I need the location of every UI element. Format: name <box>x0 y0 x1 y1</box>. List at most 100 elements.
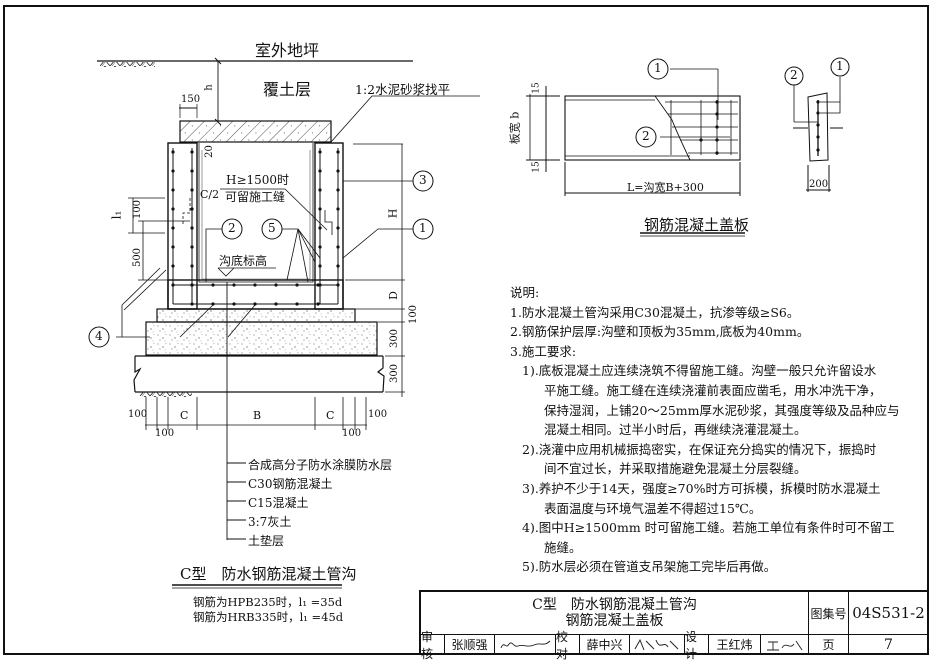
title-cell: C型 防水钢筋混凝土管沟 钢筋混凝土盖板 <box>421 592 809 635</box>
check-label: 校对 <box>556 629 569 661</box>
checker-signature-cell <box>630 635 685 655</box>
trench-bottom-label: 沟底标高 <box>219 254 268 268</box>
notes-block: 说明: 1.防水混凝土管沟采用C30混凝土，抗渗等级≥S6。 2.钢筋保护层厚:… <box>510 283 900 577</box>
checker-signature <box>634 638 679 650</box>
note-3-2-line1: 2).浇灌中应用机械振捣密实，在保证充分捣实的情况下，振捣时 <box>522 441 877 457</box>
callout-2: 2 <box>228 221 236 235</box>
note-2: 2.钢筋保护层厚:沟壁和顶板为35mm,底板为40mm。 <box>510 324 810 340</box>
rebar-dot <box>190 264 194 268</box>
dim-bottom-100-r2: 100 <box>368 409 388 420</box>
rebar-dot <box>253 302 257 306</box>
notes-heading: 说明: <box>510 285 540 300</box>
design-label-cell: 设计 <box>685 630 709 661</box>
title-block: C型 防水钢筋混凝土管沟 钢筋混凝土盖板 图集号 04S531-2 审核 张顺强… <box>419 590 929 661</box>
dim-bottom-C-r: C <box>326 409 335 422</box>
designer-signature-cell <box>761 635 809 655</box>
half-c-label: C/2 <box>200 188 220 201</box>
page-number: 7 <box>884 636 893 653</box>
rebar-dot <box>171 283 175 287</box>
rebar-dot <box>318 188 322 192</box>
dim-h <box>214 57 222 126</box>
dim-150 <box>179 104 198 118</box>
ground-line <box>97 60 413 67</box>
cover-soil-label: 覆土层 <box>263 80 312 99</box>
cover-plate-plan <box>526 68 741 196</box>
page-number-cell: 7 <box>849 635 929 655</box>
plate-width-label: 板宽 b <box>508 111 522 145</box>
atlas-number: 04S531-2 <box>852 604 925 622</box>
side-callout-2: 2 <box>790 68 798 82</box>
rebar-dot <box>336 283 340 287</box>
rebar-dot <box>190 226 194 230</box>
note-3-1-line2: 平施工缝。施工缝在连续浇灌前表面应凿毛，用水冲洗干净， <box>544 382 882 398</box>
checker-cell: 薛中兴 <box>580 635 630 655</box>
legend-soil-cushion: 土垫层 <box>248 534 285 548</box>
dim-D-label: D <box>386 291 400 300</box>
note-3-1-line1: 1).底板混凝土应连续浇筑不得留施工缝。沟壁一般只允许留设水 <box>522 363 877 379</box>
rebar-dot <box>211 302 215 306</box>
mortar-note: 1:2水泥砂浆找平 <box>355 82 451 97</box>
designer-name: 王红炜 <box>716 638 753 652</box>
rebar-dot <box>171 169 175 173</box>
side-callout-2-circle <box>784 66 804 86</box>
callout-leaders <box>205 180 413 283</box>
reviewer-name: 张顺强 <box>451 638 488 652</box>
rebar-dot <box>190 169 194 173</box>
note-3-3-line1: 3).养护不少于14天，强度≥70%时方可拆模，拆模时防水混凝土 <box>522 480 881 496</box>
note-1: 1.防水混凝土管沟采用C30混凝土，抗渗等级≥S6。 <box>510 304 800 320</box>
c15-concrete-layer <box>156 308 356 323</box>
note-3: 3.施工要求: <box>510 343 577 359</box>
joint-note-bottom: 可留施工缝 <box>225 190 286 204</box>
rebar-dot <box>190 302 194 306</box>
dim-500-label: 500 <box>132 247 144 268</box>
rebar-dot <box>295 302 299 306</box>
dim-bottom-C-l: C <box>180 409 189 422</box>
rebar-dot <box>190 188 194 192</box>
design-label: 设计 <box>685 629 698 661</box>
callout-3: 3 <box>419 173 427 187</box>
layer-leaders <box>116 267 256 338</box>
rebar-dot <box>171 226 175 230</box>
rebar-dot <box>316 302 320 306</box>
rebar-dot <box>232 302 236 306</box>
note-3-5-line1: 5).防水层必须在管道支吊架施工完毕后再做。 <box>522 559 777 575</box>
rebar-dot <box>211 283 215 287</box>
dim-l1-label: l₁ <box>109 210 124 220</box>
dim-bottom-100-l1: 100 <box>128 409 148 420</box>
plate-title: 钢筋混凝土盖板 <box>644 216 750 234</box>
legend-waterproof-layer: 合成高分子防水涂膜防水层 <box>248 458 393 472</box>
plate-length-label: L=沟宽B+300 <box>627 181 704 194</box>
dim-bottom-B: B <box>253 409 262 422</box>
checker-name: 薛中兴 <box>586 638 623 652</box>
rebar-dot <box>318 264 322 268</box>
side-callout-1-circle <box>830 57 850 77</box>
reviewer-signature-cell <box>495 635 556 655</box>
rebar-dot <box>318 169 322 173</box>
rebar-dot <box>253 283 257 287</box>
rebar-dot <box>171 245 175 249</box>
plate-callout-1: 1 <box>654 61 662 75</box>
rebar-dot <box>336 245 340 249</box>
soil-cushion-layer <box>133 355 385 393</box>
plate-callout-2: 2 <box>642 129 650 143</box>
rebar-dot <box>295 283 299 287</box>
rebar-dot <box>171 207 175 211</box>
rebar-dot <box>190 207 194 211</box>
rebar-dot <box>316 283 320 287</box>
base-ground-hatch <box>140 392 192 397</box>
right-dims <box>345 143 405 397</box>
designer-cell: 王红炜 <box>709 635 761 655</box>
note-3-3-line2: 表面温度与环境气温差不得超过15℃。 <box>544 500 762 516</box>
plate-callout-2-circle <box>635 126 657 148</box>
note-3-4-line2: 施缝。 <box>544 539 582 555</box>
rebar-note-hpb: 钢筋为HPB235时，l₁ =35d <box>193 595 343 609</box>
rebar-dot <box>336 169 340 173</box>
rebar-dot <box>232 283 236 287</box>
bottom-dims <box>145 397 367 430</box>
plate-thickness-label: 200 <box>809 179 829 190</box>
rebar-note-hrb: 钢筋为HRB335时，l₁ =45d <box>193 610 344 624</box>
atlas-label: 图集号 <box>810 606 847 621</box>
rebar-dot <box>336 226 340 230</box>
rebar-dot <box>336 264 340 268</box>
page-label: 页 <box>822 638 835 652</box>
